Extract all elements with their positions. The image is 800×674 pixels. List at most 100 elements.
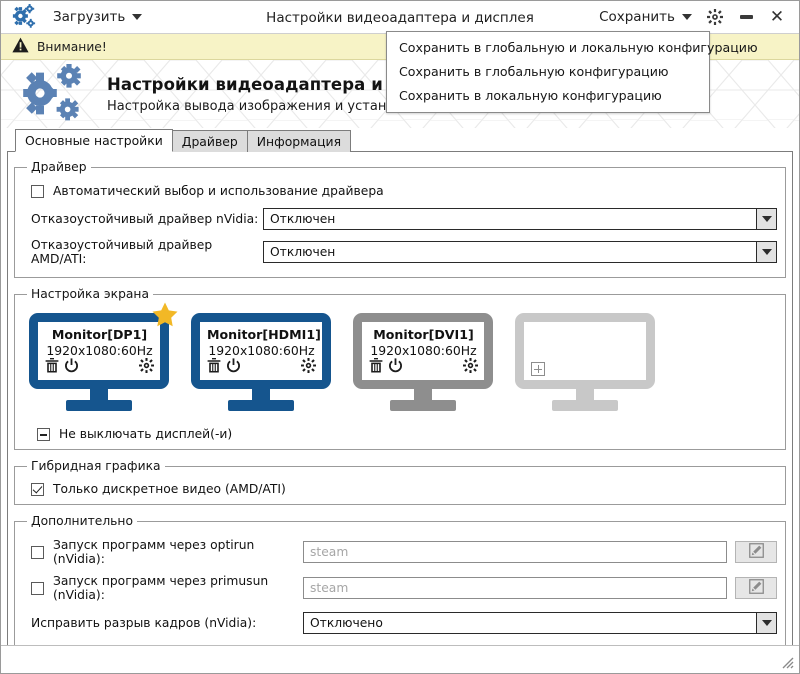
- power-icon[interactable]: [64, 358, 79, 376]
- status-bar: [1, 645, 799, 673]
- group-hybrid-graphics: Гибридная графика Только дискретное виде…: [14, 459, 786, 505]
- monitor-card-dvi1[interactable]: Monitor[DVI1] 1920x1080:60Hz: [353, 313, 493, 411]
- edit-pencil-icon: [748, 543, 764, 561]
- monitor-stand-base: [552, 400, 618, 411]
- monitor-stand-neck: [576, 389, 594, 400]
- save-menu-label: Сохранить: [599, 9, 675, 25]
- menu-item-save-local[interactable]: Сохранить в локальную конфигурацию: [399, 88, 662, 103]
- amd-fallback-value: Отключен: [270, 245, 336, 259]
- trash-icon[interactable]: [369, 358, 383, 376]
- monitor-mode: 1920x1080:60Hz: [46, 343, 153, 358]
- dpms-row: Не выключать дисплей(-и): [37, 427, 777, 441]
- monitor-stand-neck: [414, 389, 432, 400]
- trash-icon[interactable]: [207, 358, 221, 376]
- plus-icon[interactable]: [531, 362, 545, 376]
- nvidia-fallback-select[interactable]: Отключен: [263, 208, 777, 230]
- gear-icon[interactable]: [139, 358, 154, 376]
- settings-button[interactable]: [701, 4, 729, 30]
- monitor-mode: 1920x1080:60Hz: [370, 343, 477, 358]
- monitor-stand-base: [228, 400, 294, 411]
- monitor-name: Monitor[DP1]: [51, 327, 148, 342]
- menu-item-save-global[interactable]: Сохранить в глобальную конфигурацию: [399, 64, 669, 79]
- chevron-down-icon: [132, 14, 143, 20]
- primusun-label: Запуск программ через primusun (nVidia):: [53, 574, 269, 602]
- primusun-input[interactable]: steam: [303, 577, 727, 599]
- app-gears-icon: [11, 4, 37, 30]
- dpms-label: Не выключать дисплей(-и): [59, 427, 233, 441]
- banner-gears-icon: [17, 64, 93, 124]
- nvidia-fallback-label: Отказоустойчивый драйвер nVidia:: [31, 212, 259, 226]
- optirun-edit-button[interactable]: [735, 541, 777, 563]
- gear-icon: [707, 9, 723, 25]
- discrete-video-label: Только дискретное видео (AMD/ATI): [53, 482, 286, 496]
- primusun-edit-button[interactable]: [735, 577, 777, 599]
- monitor-screen: Monitor[DVI1] 1920x1080:60Hz: [353, 313, 493, 389]
- banner-title: Настройки видеоадаптера и дисплея: [107, 74, 470, 94]
- chevron-down-icon[interactable]: [756, 613, 776, 633]
- monitor-screen: [515, 313, 655, 389]
- warning-text: Внимание!: [37, 39, 107, 54]
- monitor-actions: [531, 362, 640, 376]
- monitor-stand-base: [390, 400, 456, 411]
- group-driver-legend: Драйвер: [31, 160, 87, 174]
- optirun-label: Запуск программ через optirun (nVidia):: [53, 538, 255, 566]
- title-bar: Загрузить Настройки видеоадаптера и дисп…: [1, 1, 799, 34]
- power-icon[interactable]: [226, 358, 241, 376]
- monitor-stand-neck: [90, 389, 108, 400]
- close-button[interactable]: ✕: [763, 4, 791, 30]
- tab-content-main-settings: Драйвер Автоматический выбор и использов…: [7, 151, 793, 661]
- optirun-row: Запуск программ через optirun (nVidia): …: [31, 538, 777, 566]
- monitor-screen: Monitor[DP1] 1920x1080:60Hz: [29, 313, 169, 389]
- menu-item-save-global-local[interactable]: Сохранить в глобальную и локальную конфи…: [399, 40, 758, 55]
- monitor-name: Monitor[DVI1]: [373, 327, 474, 342]
- chevron-down-icon[interactable]: [756, 209, 776, 229]
- group-screen-setup: Настройка экрана Monitor[DP1] 1920x1080:…: [14, 287, 786, 450]
- optirun-input[interactable]: steam: [303, 541, 727, 563]
- load-menu-button[interactable]: Загрузить: [47, 6, 148, 28]
- primusun-row: Запуск программ через primusun (nVidia):…: [31, 574, 777, 602]
- discrete-video-checkbox[interactable]: [31, 482, 44, 496]
- chevron-down-icon[interactable]: [756, 242, 776, 262]
- auto-driver-row: Автоматический выбор и использование дра…: [31, 184, 777, 198]
- monitor-mode: 1920x1080:60Hz: [208, 343, 315, 358]
- save-menu-button[interactable]: Сохранить: [593, 6, 698, 28]
- tearfree-select[interactable]: Отключено: [303, 612, 777, 634]
- group-driver: Драйвер Автоматический выбор и использов…: [14, 160, 786, 278]
- chevron-down-icon: [682, 14, 692, 20]
- tab-driver[interactable]: Драйвер: [171, 130, 248, 152]
- power-icon[interactable]: [388, 358, 403, 376]
- primary-star-icon: [151, 301, 179, 329]
- amd-fallback-row: Отказоустойчивый драйвер AMD/ATI: Отключ…: [31, 238, 777, 266]
- amd-fallback-select[interactable]: Отключен: [263, 241, 777, 263]
- tearfree-row: Исправить разрыв кадров (nVidia): Отключ…: [31, 612, 777, 634]
- auto-driver-checkbox[interactable]: [31, 184, 44, 198]
- monitor-name: Monitor[HDMI1]: [207, 327, 321, 342]
- window-title-text: Настройки видеоадаптера и дисплея: [266, 9, 534, 26]
- tearfree-value: Отключено: [310, 616, 383, 630]
- save-dropdown-menu: Сохранить в глобальную и локальную конфи…: [386, 31, 758, 113]
- dpms-checkbox[interactable]: [37, 427, 50, 441]
- tab-information[interactable]: Информация: [246, 130, 352, 152]
- monitor-actions: [369, 358, 478, 376]
- monitor-card-add-new[interactable]: [515, 313, 655, 411]
- optirun-checkbox[interactable]: [31, 545, 44, 559]
- amd-fallback-label: Отказоустойчивый драйвер AMD/ATI:: [31, 238, 213, 266]
- monitor-card-dp1[interactable]: Monitor[DP1] 1920x1080:60Hz: [29, 302, 178, 411]
- trash-icon[interactable]: [45, 358, 59, 376]
- monitor-actions: [207, 358, 316, 376]
- group-screen-legend: Настройка экрана: [31, 287, 149, 301]
- group-extra-legend: Дополнительно: [31, 514, 133, 528]
- monitor-card-hdmi1[interactable]: Monitor[HDMI1] 1920x1080:60Hz: [191, 313, 331, 411]
- tab-bar: Основные настройки Драйвер Информация: [1, 129, 799, 152]
- primusun-checkbox[interactable]: [31, 581, 44, 595]
- monitor-screen: Monitor[HDMI1] 1920x1080:60Hz: [191, 313, 331, 389]
- gear-icon[interactable]: [463, 358, 478, 376]
- minimize-button[interactable]: [732, 4, 760, 30]
- tab-main-settings[interactable]: Основные настройки: [15, 129, 173, 152]
- close-icon: ✕: [769, 6, 785, 27]
- tearfree-label: Исправить разрыв кадров (nVidia):: [31, 616, 257, 630]
- monitor-list: Monitor[DP1] 1920x1080:60Hz: [23, 302, 777, 413]
- resize-grip-icon[interactable]: [780, 655, 794, 669]
- gear-icon[interactable]: [301, 358, 316, 376]
